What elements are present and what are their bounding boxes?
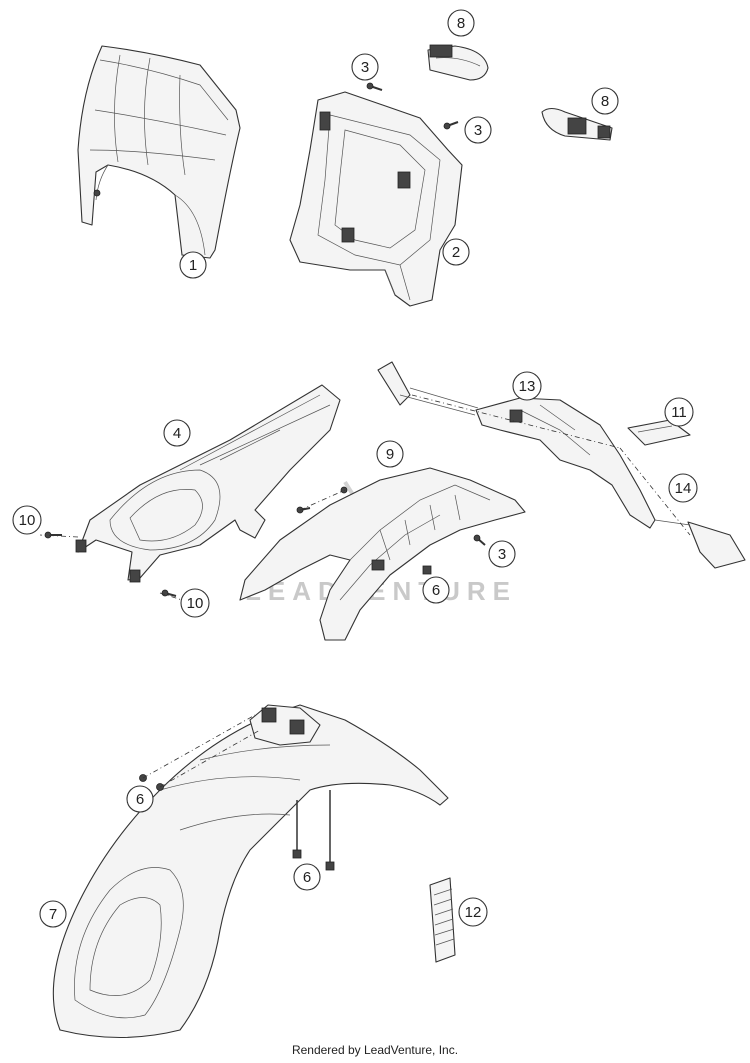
part-license-holder [377,361,746,569]
part-inner-fender [239,467,526,641]
leader-lines [39,394,691,788]
callout-10-left-label: 10 [19,512,36,529]
part-headlight-mask [77,45,241,259]
part-front-fender [52,704,449,1039]
screw-10-left [44,531,62,539]
callout-6-left-label: 6 [136,791,144,808]
callout-7-label: 7 [49,906,57,923]
callout-13-label: 13 [519,378,536,395]
callout-6-middle: 6 [422,576,450,604]
callout-3-right-label: 3 [474,122,482,139]
callout-10-left: 10 [12,505,42,535]
callout-3-top: 3 [351,53,379,81]
callout-6-bottom-label: 6 [303,869,311,886]
part-reflector-plate [627,419,691,446]
callout-8-right-label: 8 [601,93,609,110]
callout-8-top-label: 8 [457,15,465,32]
part-strap-upper [427,44,489,81]
callout-10-bottom: 10 [180,588,210,618]
callout-11-label: 11 [671,404,687,421]
callout-14: 14 [668,473,698,503]
callout-4-label: 4 [173,425,181,442]
screw-10-bottom [161,589,177,597]
screw-fender-left [296,506,311,514]
callout-3-middle: 3 [488,540,516,568]
callout-12: 12 [458,897,488,927]
part-headlight-bracket [289,91,463,307]
callouts: 1 2 3 3 3 4 6 6 [12,9,698,928]
callout-7: 7 [39,900,67,928]
callout-3-right: 3 [464,116,492,144]
screw-upper [366,82,383,91]
callout-9: 9 [376,440,404,468]
screw-right [443,121,459,130]
callout-10-bottom-label: 10 [187,595,204,612]
callout-14-label: 14 [675,480,692,497]
screw-fender-right [473,534,486,546]
callout-6-bottom: 6 [293,863,321,891]
callout-8-top: 8 [447,9,475,37]
callout-9-label: 9 [386,446,394,463]
callout-2: 2 [442,238,470,266]
nut-fender [422,565,432,575]
callout-8-right: 8 [591,87,619,115]
callout-1-label: 1 [189,257,197,274]
footer-credit: Rendered by LeadVenture, Inc. [291,1043,459,1057]
callout-13: 13 [512,371,542,401]
part-pad [429,877,456,963]
callout-4: 4 [163,419,191,447]
part-strap-right [541,107,613,141]
bolts-fender-bottom [292,790,335,871]
callout-6-left: 6 [126,785,154,813]
callout-3-middle-label: 3 [498,546,506,563]
callout-11: 11 [664,397,694,427]
callout-6-middle-label: 6 [432,582,440,599]
part-rear-fender [75,384,341,583]
callout-2-label: 2 [452,244,460,261]
callout-3-top-label: 3 [361,59,369,76]
callout-12-label: 12 [465,904,482,921]
callout-1: 1 [179,251,207,279]
